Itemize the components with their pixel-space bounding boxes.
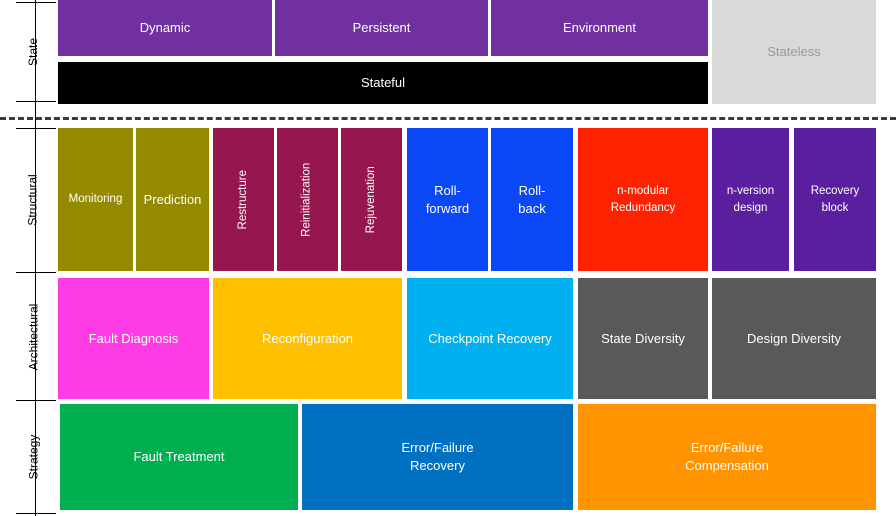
left-axis-line — [35, 0, 36, 516]
state-dynamic: Dynamic — [58, 0, 272, 56]
state-persistent: Persistent — [275, 0, 488, 56]
axis-tick — [16, 272, 56, 273]
structural-prediction: Prediction — [136, 128, 209, 271]
axis-tick — [16, 101, 56, 102]
section-divider — [0, 117, 896, 120]
arch-design-diversity: Design Diversity — [712, 278, 876, 399]
structural-roll-forward: Roll- forward — [407, 128, 488, 271]
arch-fault-diagnosis: Fault Diagnosis — [58, 278, 209, 399]
strategy-error-failure-compensation: Error/Failure Compensation — [578, 404, 876, 510]
structural-reinitialization: Reinitialization — [277, 128, 338, 271]
strategy-error-failure-recovery: Error/Failure Recovery — [302, 404, 573, 510]
axis-tick — [16, 2, 56, 3]
state-stateless: Stateless — [712, 0, 876, 104]
structural-restructure: Restructure — [213, 128, 274, 271]
structural-roll-back: Roll- back — [491, 128, 573, 271]
structural-monitoring: Monitoring — [58, 128, 133, 271]
state-stateful: Stateful — [58, 62, 708, 104]
arch-reconfiguration: Reconfiguration — [213, 278, 402, 399]
structural-n-version-design: n-version design — [712, 128, 789, 271]
structural-rejuvenation: Rejuvenation — [341, 128, 402, 271]
structural-recovery-block: Recovery block — [794, 128, 876, 271]
structural-n-modular-redundancy: n-modular Redundancy — [578, 128, 708, 271]
arch-checkpoint-recovery: Checkpoint Recovery — [407, 278, 573, 399]
axis-tick — [16, 400, 56, 401]
arch-state-diversity: State Diversity — [578, 278, 708, 399]
axis-tick — [16, 128, 56, 129]
state-environment: Environment — [491, 0, 708, 56]
strategy-fault-treatment: Fault Treatment — [60, 404, 298, 510]
axis-tick — [16, 513, 56, 514]
